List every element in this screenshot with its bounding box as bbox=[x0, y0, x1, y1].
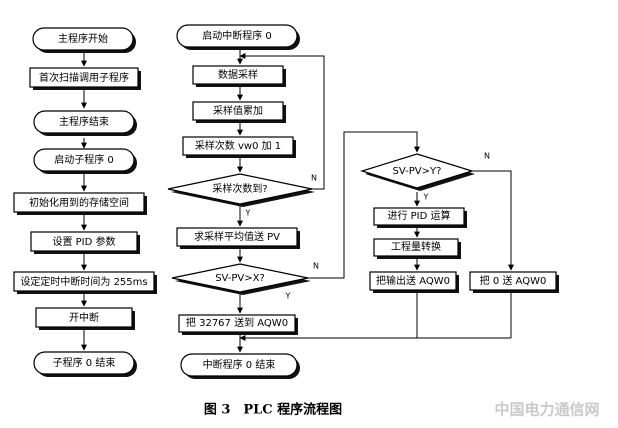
run-pid-node: 进行 PID 运算 bbox=[373, 207, 467, 228]
init-storage-label: 初始化用到的存储空间 bbox=[29, 196, 129, 209]
int-end-label: 中断程序 0 结束 bbox=[203, 358, 276, 371]
sv-pv-x-decision: SV-PV>X? bbox=[171, 263, 311, 295]
sub-end-node: 子程序 0 结束 bbox=[33, 351, 137, 377]
main-end-label: 主程序结束 bbox=[59, 115, 109, 128]
branch-label-y3: Y bbox=[423, 193, 429, 202]
branch-label-n3: N bbox=[484, 152, 490, 161]
set-pid-label: 设置 PID 参数 bbox=[52, 235, 115, 248]
first-scan-node: 首次扫描调用子程序 bbox=[29, 67, 141, 90]
eng-convert-node: 工程量转换 bbox=[373, 238, 461, 259]
first-scan-label: 首次扫描调用子程序 bbox=[39, 71, 129, 84]
count-inc-label: 采样次数 vw0 加 1 bbox=[195, 139, 281, 152]
count-reached-label: 采样次数到? bbox=[212, 182, 267, 195]
int-start-label: 启动中断程序 0 bbox=[202, 29, 272, 42]
avg-to-pv-label: 求采样平均值送 PV bbox=[194, 230, 280, 243]
sub-end-label: 子程序 0 结束 bbox=[53, 356, 116, 369]
send-32767-label: 把 32767 送到 AQW0 bbox=[186, 316, 288, 329]
branch-label-n2: N bbox=[313, 262, 319, 271]
sv-pv-y-decision: SV-PV>Y? bbox=[359, 153, 475, 191]
branch-label-y2: Y bbox=[285, 292, 291, 301]
watermark: 中国电力通信网 bbox=[494, 401, 599, 419]
sample-node: 数据采样 bbox=[192, 65, 286, 87]
enable-int-label: 开中断 bbox=[69, 311, 99, 324]
accumulate-label: 采样值累加 bbox=[213, 104, 263, 117]
output-aqw0-label: 把输出送 AQW0 bbox=[376, 274, 450, 287]
main-end-node: 主程序结束 bbox=[33, 110, 137, 136]
int-end-node: 中断程序 0 结束 bbox=[180, 353, 300, 379]
sample-label: 数据采样 bbox=[218, 68, 258, 81]
sub-start-node: 启动子程序 0 bbox=[33, 148, 137, 174]
main-start-label: 主程序开始 bbox=[58, 32, 108, 45]
set-timer-node: 设定定时中断时间为 255ms bbox=[13, 271, 157, 294]
avg-to-pv-node: 求采样平均值送 PV bbox=[176, 227, 300, 249]
output-aqw0-node: 把输出送 AQW0 bbox=[369, 271, 459, 293]
send-32767-node: 把 32767 送到 AQW0 bbox=[178, 314, 298, 335]
init-storage-node: 初始化用到的存储空间 bbox=[13, 192, 147, 215]
main-start-node: 主程序开始 bbox=[32, 27, 136, 53]
count-inc-node: 采样次数 vw0 加 1 bbox=[182, 136, 296, 158]
count-reached-decision: 采样次数到? bbox=[167, 173, 315, 207]
eng-convert-label: 工程量转换 bbox=[391, 240, 441, 253]
figure-caption: 图 3 PLC 程序流程图 bbox=[204, 402, 342, 418]
accumulate-node: 采样值累加 bbox=[192, 101, 286, 123]
run-pid-label: 进行 PID 运算 bbox=[387, 209, 450, 222]
zero-aqw0-node: 把 0 送 AQW0 bbox=[469, 271, 559, 293]
zero-aqw0-label: 把 0 送 AQW0 bbox=[480, 274, 547, 287]
sv-pv-x-label: SV-PV>X? bbox=[215, 273, 265, 284]
set-timer-label: 设定定时中断时间为 255ms bbox=[20, 275, 147, 288]
sv-pv-y-label: SV-PV>Y? bbox=[393, 166, 442, 177]
branch-label-y1: Y bbox=[245, 209, 251, 218]
int-start-node: 启动中断程序 0 bbox=[176, 24, 300, 50]
set-pid-node: 设置 PID 参数 bbox=[30, 231, 140, 254]
enable-int-node: 开中断 bbox=[35, 307, 135, 330]
flow-edges bbox=[81, 48, 514, 353]
branch-label-n1: N bbox=[311, 174, 317, 183]
sub-start-label: 启动子程序 0 bbox=[54, 153, 114, 166]
